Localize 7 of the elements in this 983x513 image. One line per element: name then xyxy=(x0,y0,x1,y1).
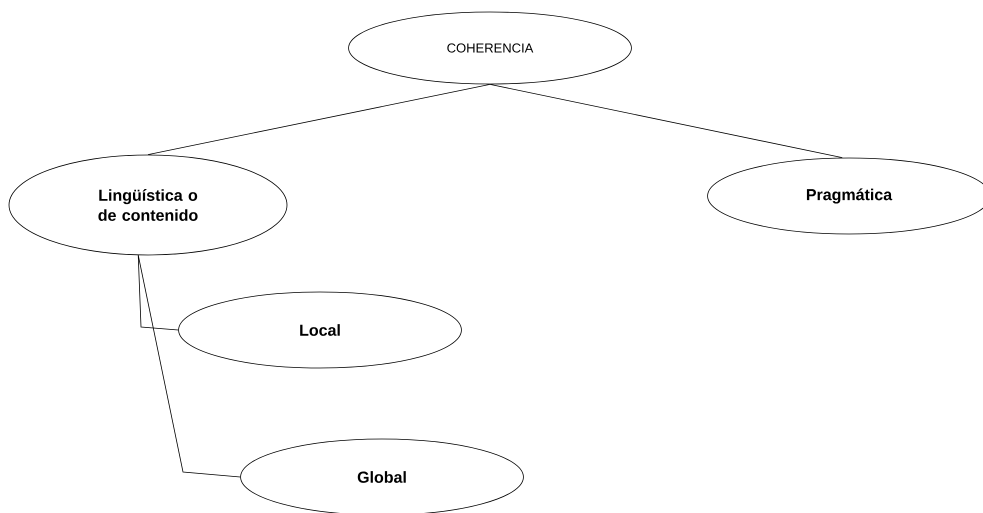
connector-line xyxy=(138,254,241,478)
ellipse-node: Local xyxy=(178,292,462,368)
ellipse-node: Lingüística o de contenido xyxy=(8,154,288,256)
connector-line xyxy=(148,84,490,155)
connector-line xyxy=(490,84,843,158)
connector-line xyxy=(138,254,179,330)
ellipse-node: COHERENCIA xyxy=(348,12,632,84)
